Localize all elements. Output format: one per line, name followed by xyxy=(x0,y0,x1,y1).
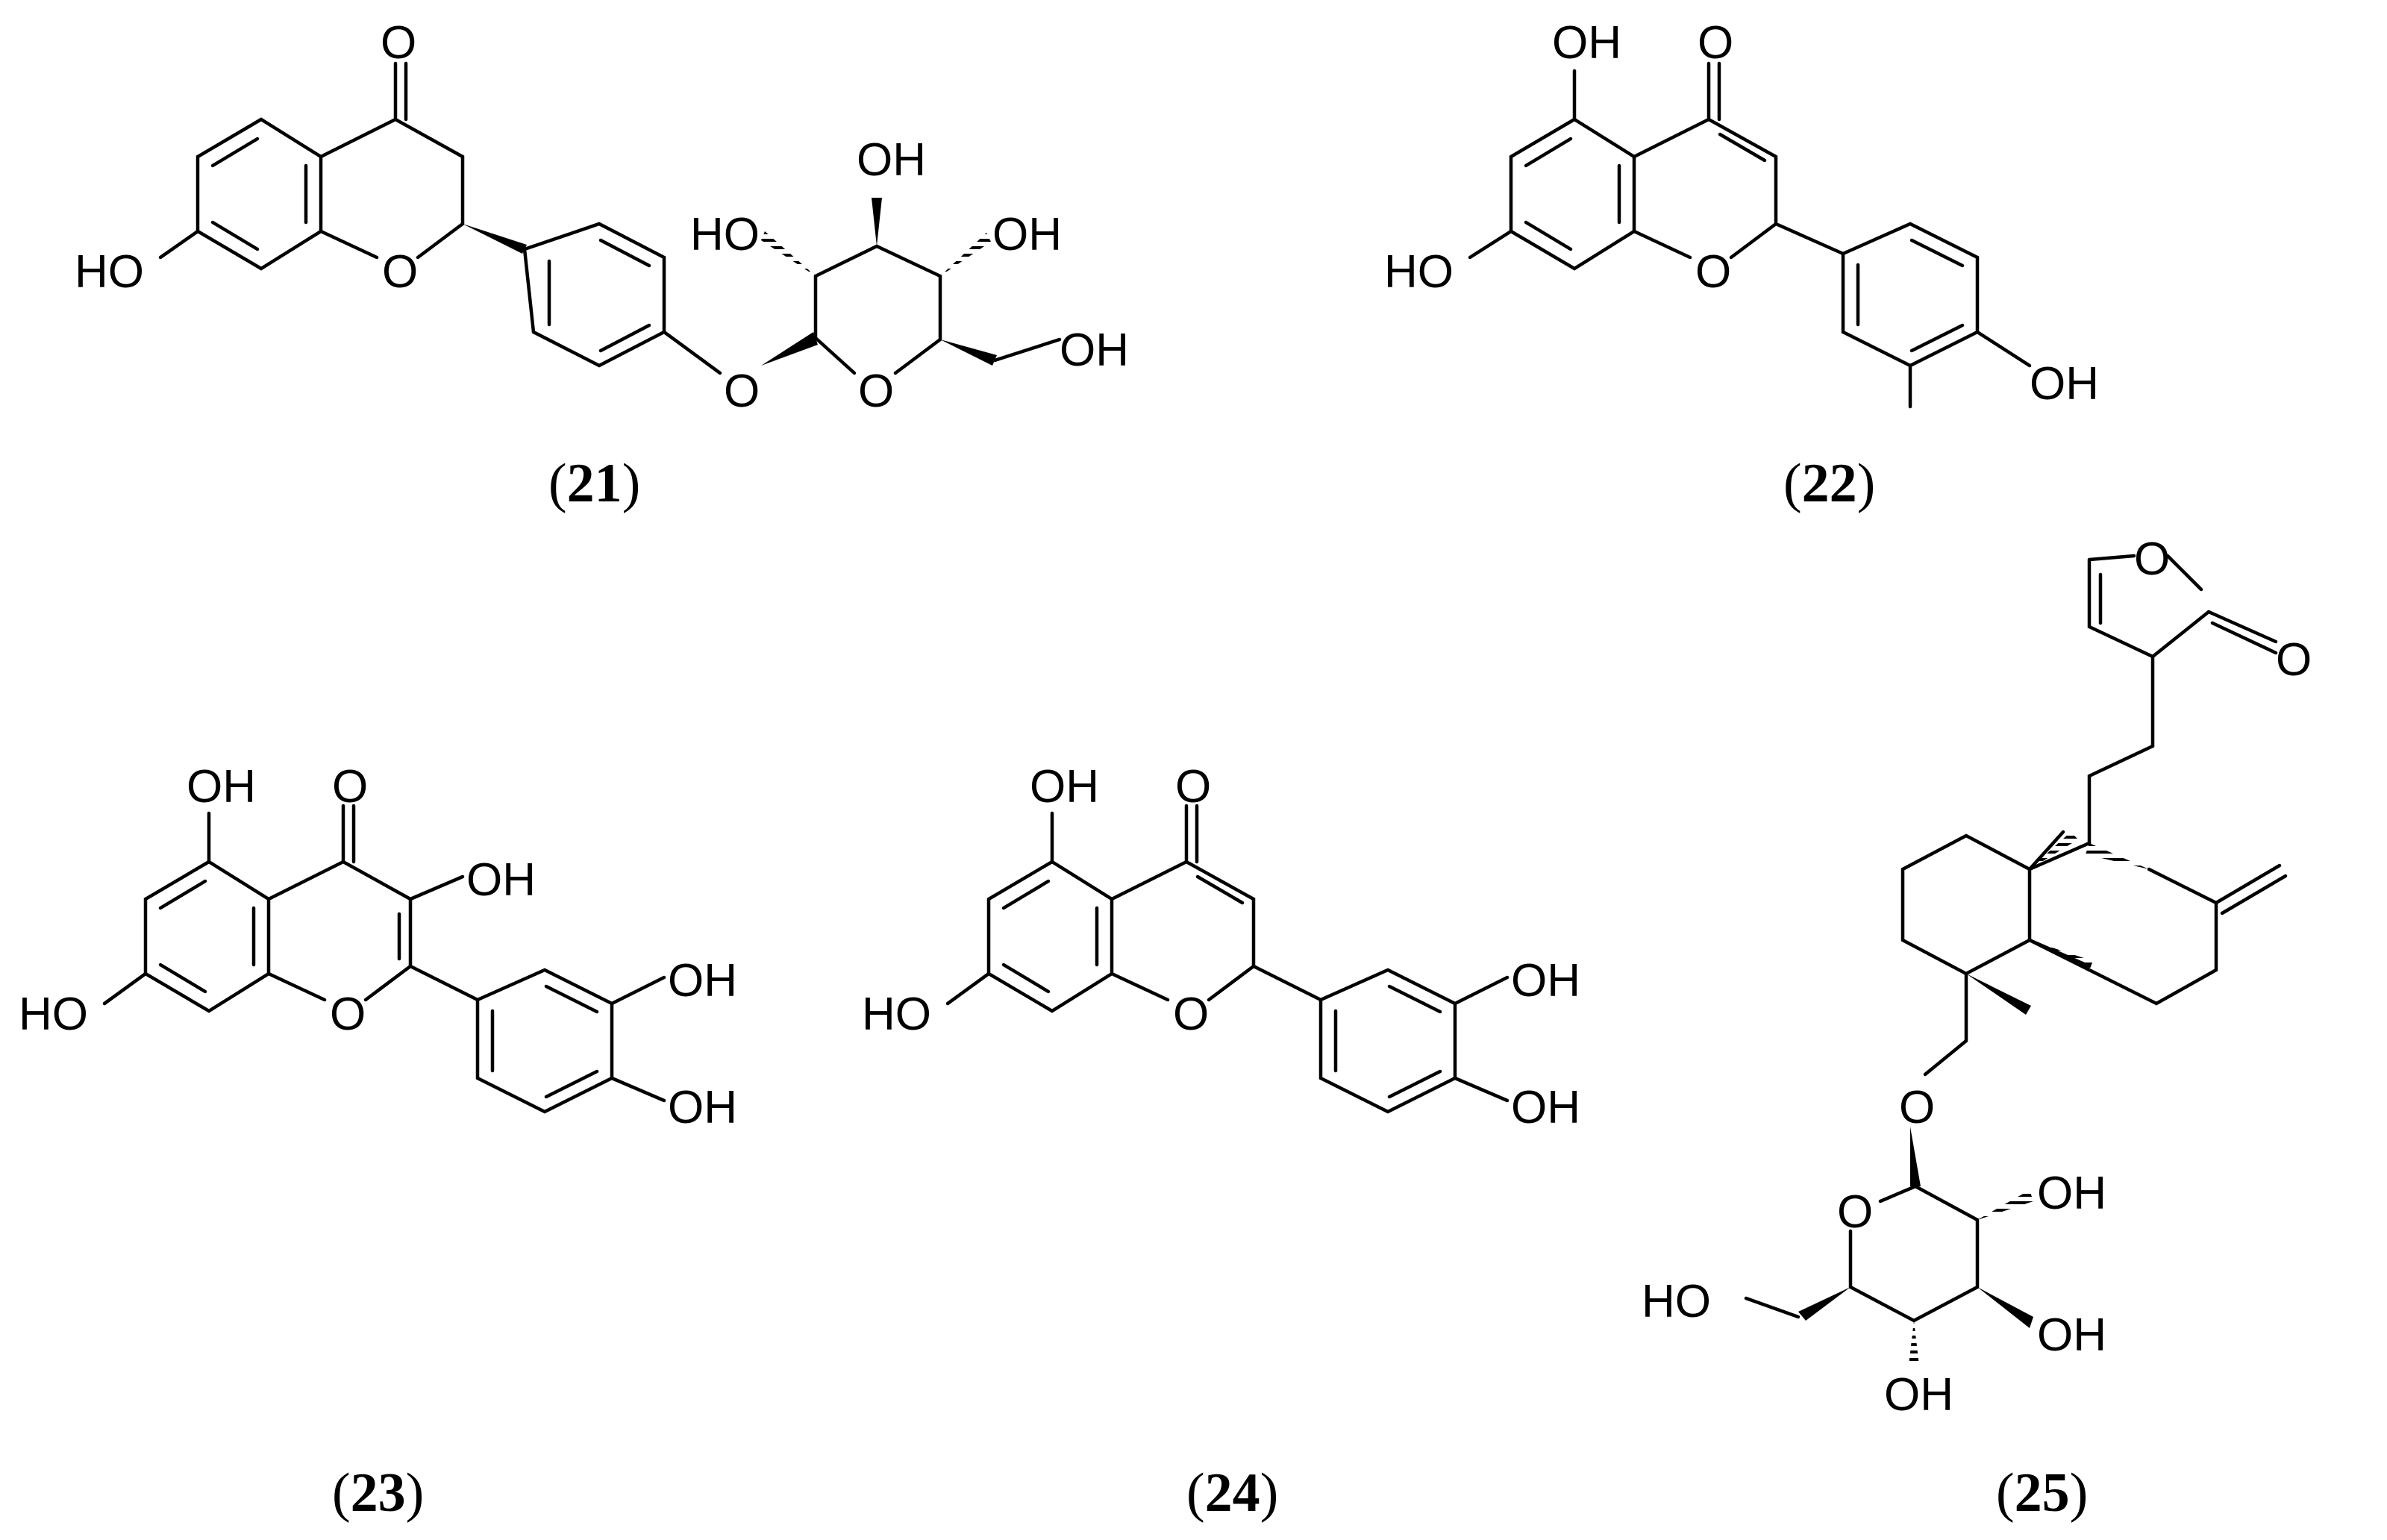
atom-labels-23: OH O OH HO O OH OH xyxy=(19,761,737,1133)
atom-label: O xyxy=(1173,989,1209,1040)
atom-label: O xyxy=(330,989,366,1040)
atom-label: OH xyxy=(1511,955,1580,1007)
atom-label: HO xyxy=(690,209,760,260)
atom-label: O xyxy=(1698,17,1733,69)
atom-label: HO xyxy=(1384,246,1454,298)
atom-label: O xyxy=(382,246,418,298)
atom-label: OH xyxy=(992,209,1062,260)
compound-label-24: (24) xyxy=(1186,1462,1278,1524)
structure-25 xyxy=(1744,554,2288,1365)
atom-label: HO xyxy=(19,989,88,1040)
atom-label: OH xyxy=(187,761,256,813)
atom-label: O xyxy=(1837,1186,1873,1238)
atom-label: O xyxy=(1899,1082,1935,1133)
atom-labels-25: O O O O OH HO OH OH xyxy=(1642,533,2312,1421)
atom-label: OH xyxy=(1552,17,1621,69)
atom-label: OH xyxy=(2030,358,2099,410)
atom-label: OH xyxy=(668,1082,737,1133)
atom-label: OH xyxy=(466,854,536,906)
atom-labels-21: O HO O OH HO OH O O OH xyxy=(75,17,1129,417)
atom-label: OH xyxy=(1030,761,1099,813)
atom-label: OH xyxy=(2037,1168,2106,1219)
structure-22 xyxy=(1468,61,2032,409)
atom-label: O xyxy=(1175,761,1211,813)
atom-label: O xyxy=(858,366,894,417)
atom-label: HO xyxy=(862,989,931,1040)
compound-label-21: (21) xyxy=(548,453,640,514)
atom-label: OH xyxy=(1060,325,1129,376)
atom-labels-24: OH O HO O OH OH xyxy=(862,761,1580,1133)
atom-label: OH xyxy=(1884,1369,1953,1421)
atom-labels-22: OH O HO O OH xyxy=(1384,17,2099,410)
structure-23 xyxy=(102,804,666,1114)
atom-label: O xyxy=(381,17,416,69)
compound-label-23: (23) xyxy=(332,1462,424,1524)
atom-label: OH xyxy=(1511,1082,1580,1133)
atom-label: O xyxy=(1695,246,1731,298)
atom-label: OH xyxy=(857,134,926,186)
atom-label: O xyxy=(724,366,760,417)
structure-24 xyxy=(945,804,1510,1114)
structure-21 xyxy=(158,61,1062,375)
atom-label: HO xyxy=(1642,1276,1711,1327)
compound-label-22: (22) xyxy=(1783,453,1875,514)
atom-label: OH xyxy=(668,955,737,1007)
atom-label: O xyxy=(2134,533,2170,585)
atom-label: O xyxy=(332,761,368,813)
compound-label-25: (25) xyxy=(1996,1462,2088,1524)
atom-label: HO xyxy=(75,246,144,298)
atom-label: OH xyxy=(2037,1309,2106,1361)
atom-label: O xyxy=(2276,634,2312,686)
